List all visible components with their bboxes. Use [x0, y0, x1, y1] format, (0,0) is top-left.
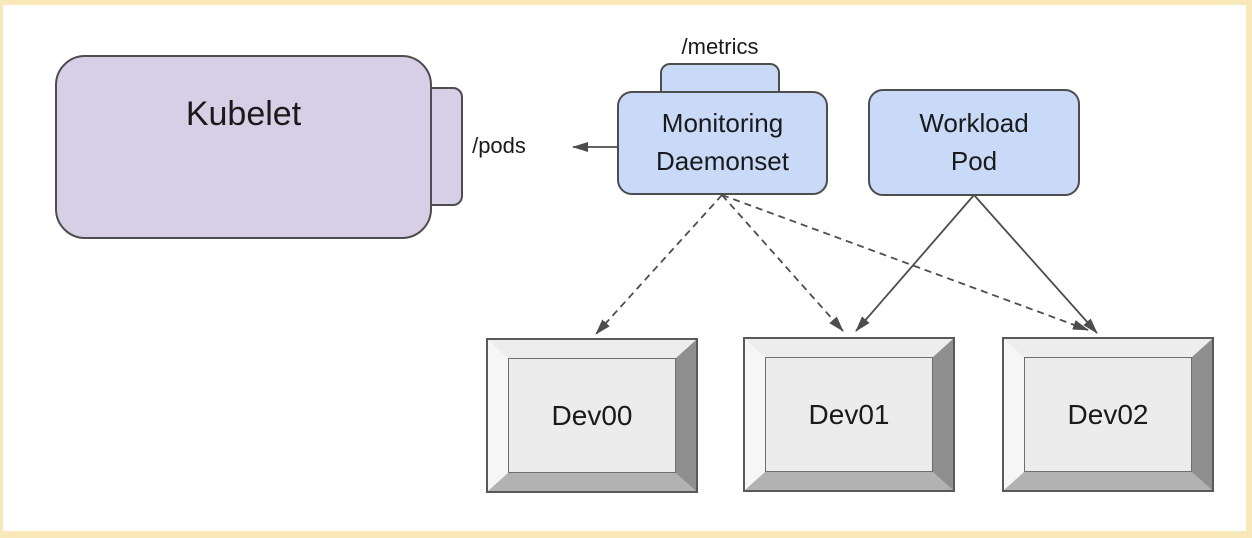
device-label: Dev00	[551, 399, 633, 431]
device-bevel: Dev01	[745, 339, 953, 490]
device-bevel: Dev00	[488, 340, 696, 491]
metrics-endpoint-label: /metrics	[681, 34, 759, 59]
pods-endpoint-label: /pods	[472, 133, 526, 158]
monitoring-daemonset-node: Monitoring Daemonset	[617, 91, 828, 195]
kubelet-label: Kubelet	[185, 95, 302, 133]
device-node-dev01: Dev01	[743, 337, 955, 492]
monitoring-daemonset-label: Monitoring Daemonset	[656, 108, 789, 176]
kubelet-node: Kubelet	[55, 55, 432, 239]
device-node-dev02: Dev02	[1002, 337, 1214, 492]
workload-pod-label: Workload Pod	[919, 107, 1029, 176]
device-face: Dev02	[1024, 357, 1192, 472]
workload-pod-node: Workload Pod	[868, 89, 1080, 196]
device-face: Dev00	[508, 358, 676, 473]
device-face: Dev01	[765, 357, 933, 472]
device-label: Dev02	[1067, 398, 1149, 430]
device-node-dev00: Dev00	[486, 338, 698, 493]
device-bevel: Dev02	[1004, 339, 1212, 490]
device-label: Dev01	[808, 398, 890, 430]
